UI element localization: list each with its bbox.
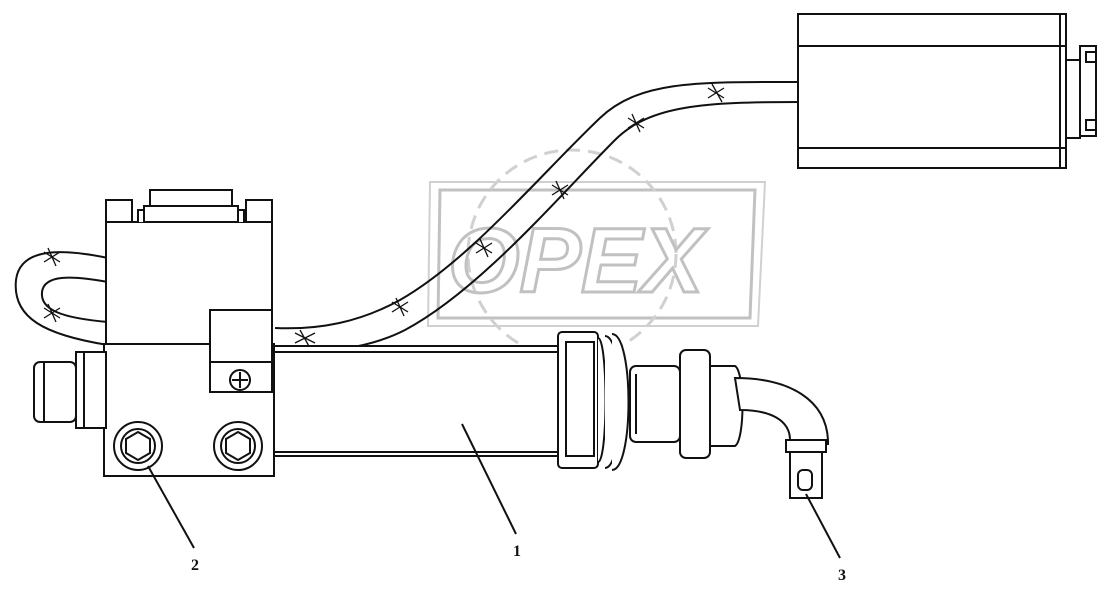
leader-lines (147, 423, 841, 559)
leader-line-1 (461, 423, 517, 535)
sensor-connector (1065, 59, 1081, 139)
callout-3: 3 (838, 567, 846, 584)
valve-block (33, 189, 275, 477)
hose (14, 80, 801, 353)
leader-line-2 (147, 465, 195, 549)
cylinder (269, 331, 829, 499)
callout-2: 2 (191, 557, 199, 574)
watermark-logo: OPEX (426, 148, 767, 360)
callout-1: 1 (513, 543, 521, 560)
leader-line-3 (805, 493, 841, 559)
sensor-unit (797, 13, 1097, 169)
watermark-text: OPEX (448, 210, 708, 312)
